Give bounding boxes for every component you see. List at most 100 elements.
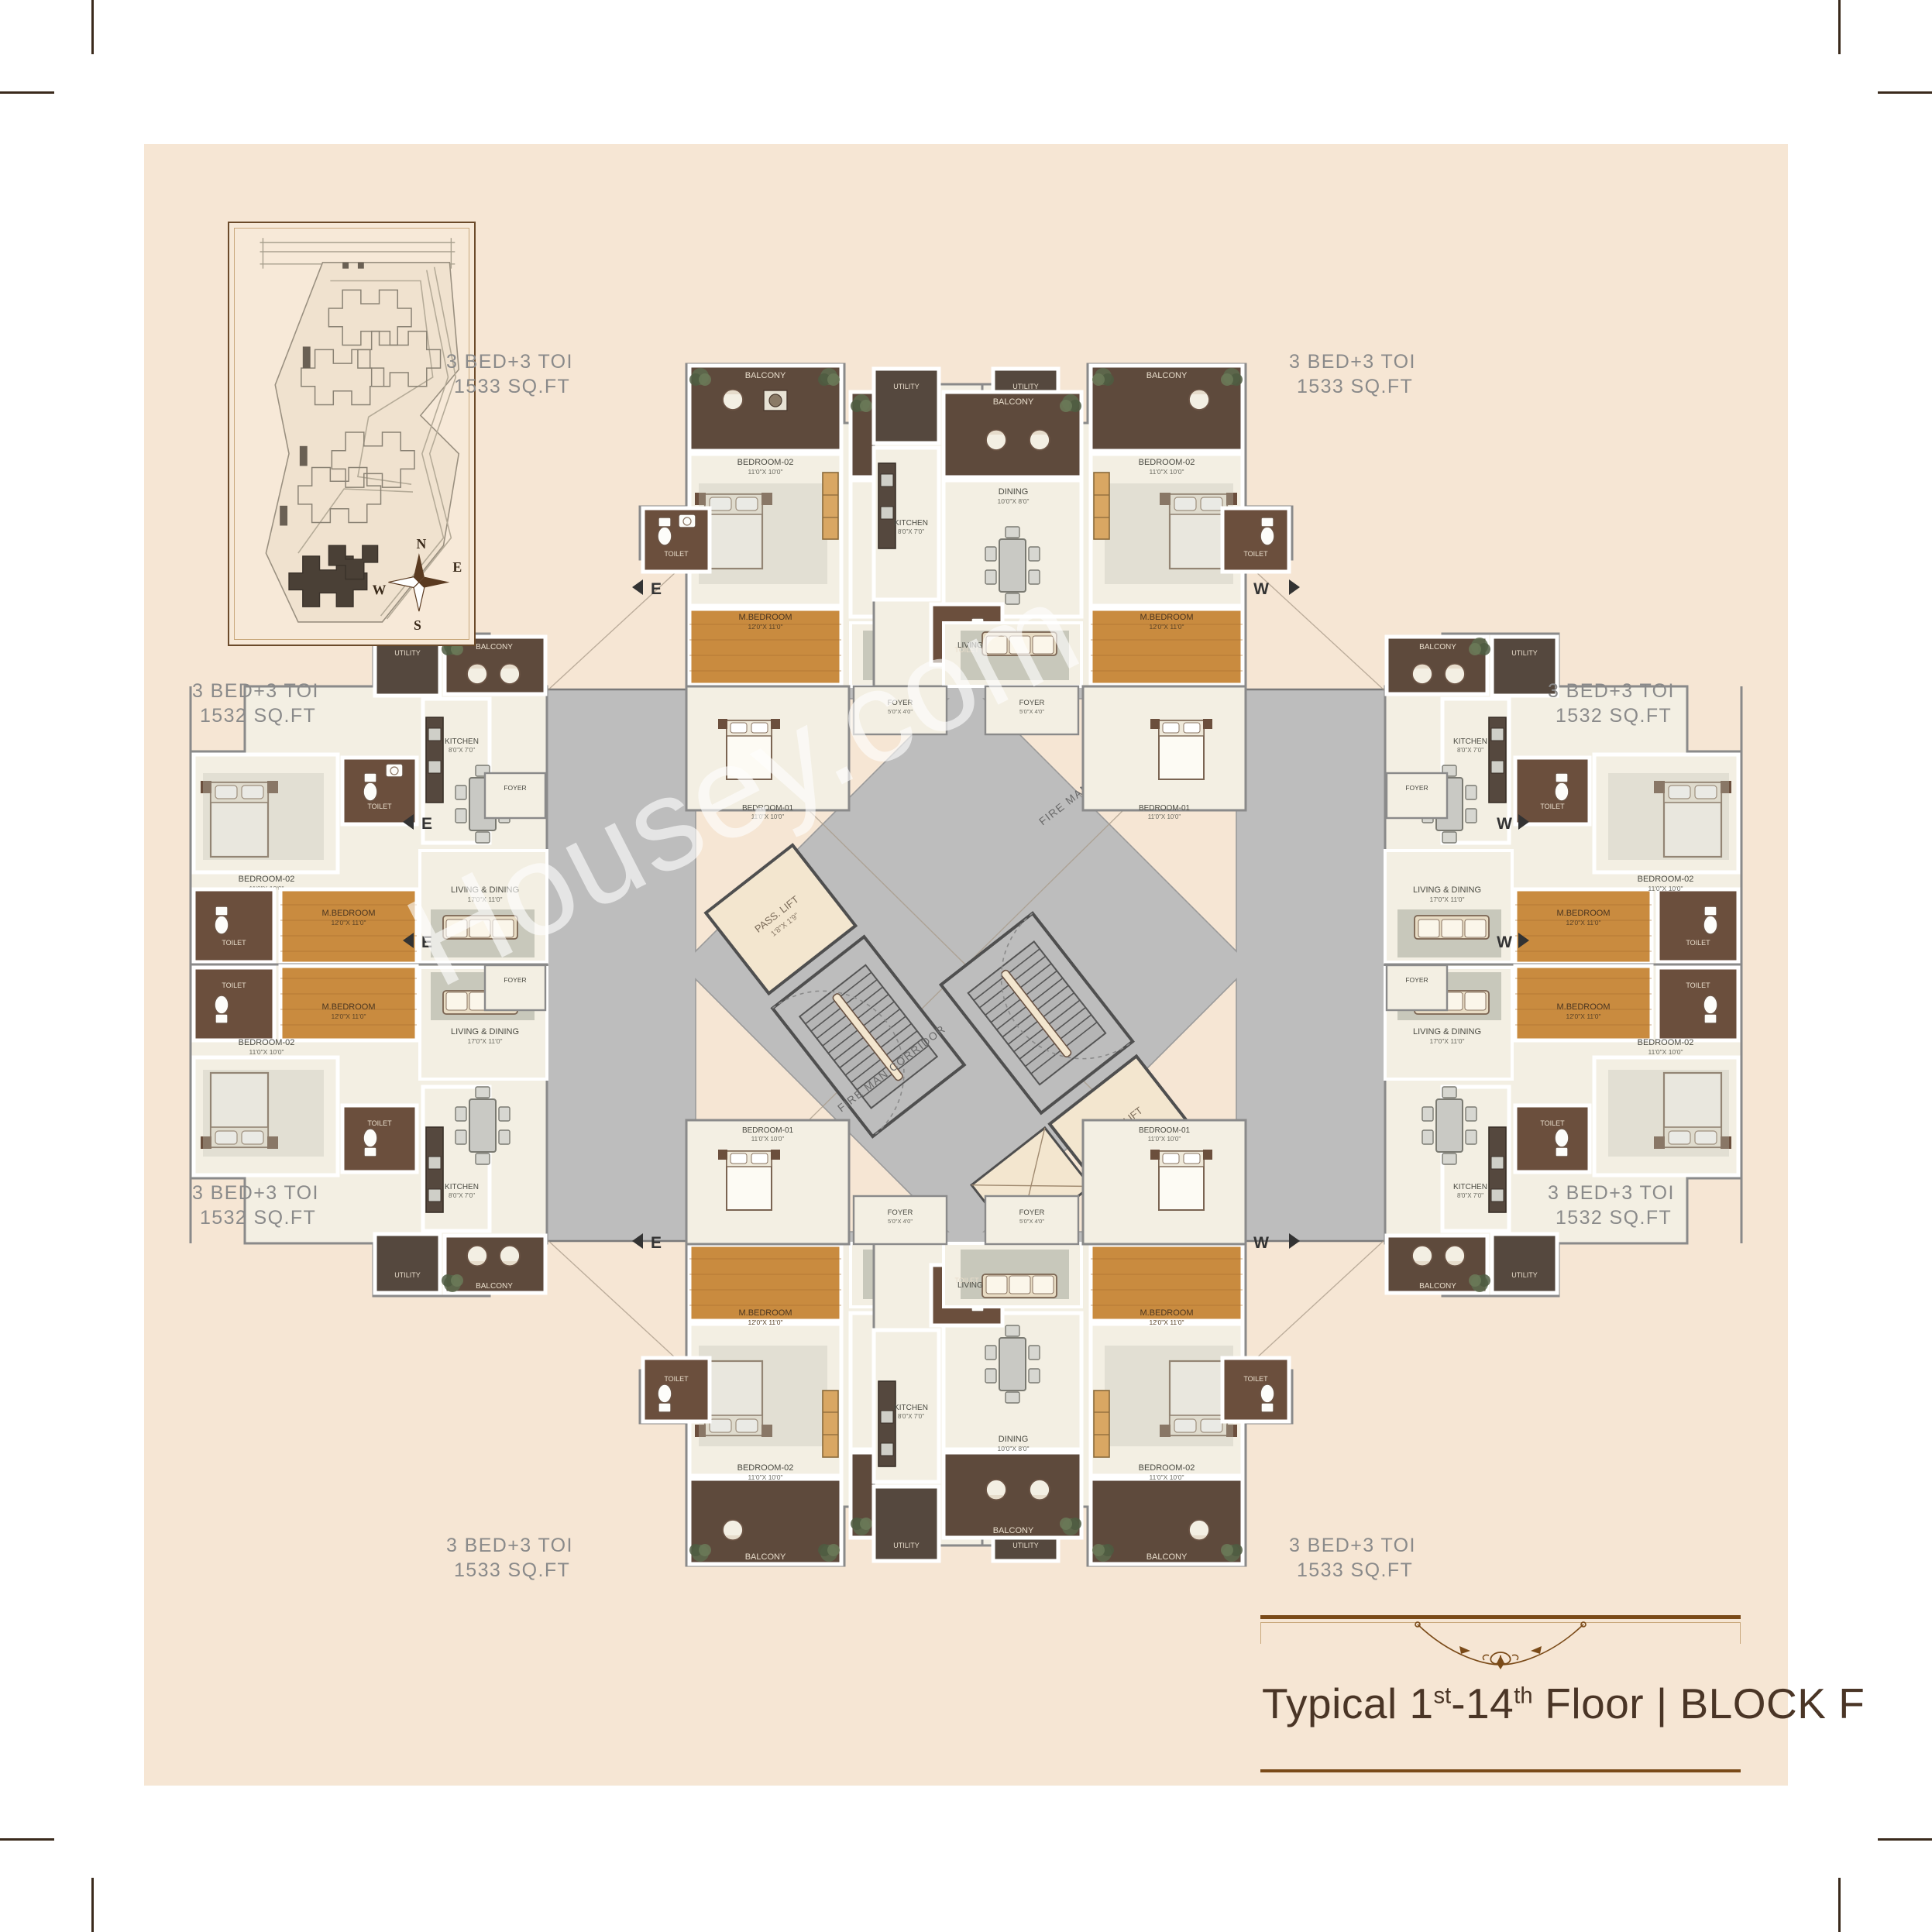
floor-plan-stage: PASS. LIFT 1'8"X 1'9" PASS. LIFT 1'8"X 1… — [144, 144, 1788, 1786]
svg-text:10'0"X 8'0": 10'0"X 8'0" — [998, 497, 1030, 505]
svg-text:8'0"X 7'0": 8'0"X 7'0" — [449, 747, 475, 754]
direction-marker-W-right-2: W — [1497, 933, 1529, 951]
svg-text:LIVING & DINING: LIVING & DINING — [1413, 885, 1481, 895]
unit-right-top-labels: BEDROOM-02 11'0"X 10'0" TOILET KITCHEN 8… — [1413, 643, 1710, 947]
unit-type: 3 BED+3 TOI — [192, 1182, 319, 1204]
unit-right-bottom-labels: BEDROOM-02 11'0"X 10'0" TOILET KITCHEN 8… — [1413, 981, 1710, 1291]
svg-text:17'0"X 11'0": 17'0"X 11'0" — [467, 1037, 502, 1045]
svg-text:8'0"X 7'0": 8'0"X 7'0" — [1457, 1192, 1483, 1199]
svg-text:FOYER: FOYER — [1405, 976, 1428, 984]
svg-text:8'0"X 7'0": 8'0"X 7'0" — [449, 1192, 475, 1199]
svg-text:W: W — [1253, 1234, 1269, 1252]
unit-top-right-labels: BALCONY BEDROOM-02 11'0"X 10'0" TOILET M… — [893, 371, 1268, 654]
svg-text:10'0"X 8'0": 10'0"X 8'0" — [998, 1445, 1030, 1452]
svg-text:W: W — [1497, 933, 1512, 951]
unit-area: 1533 SQ.FT — [1297, 1559, 1414, 1581]
svg-text:11'0"X 10'0": 11'0"X 10'0" — [1148, 813, 1181, 820]
svg-text:BEDROOM-02: BEDROOM-02 — [737, 458, 794, 467]
unit-area: 1533 SQ.FT — [454, 376, 571, 397]
svg-text:17'0"X 11'0": 17'0"X 11'0" — [467, 896, 502, 903]
unit-type: 3 BED+3 TOI — [1289, 1535, 1416, 1556]
svg-text:17'0"X 11'0": 17'0"X 11'0" — [1429, 896, 1464, 903]
svg-text:FOYER: FOYER — [504, 976, 526, 984]
svg-text:12'0"X 11'0": 12'0"X 11'0" — [1566, 1012, 1600, 1020]
svg-text:LIVING: LIVING — [957, 641, 983, 650]
title-mid: -14 — [1451, 1679, 1514, 1727]
svg-text:W: W — [1253, 580, 1269, 598]
unit-left-top: BEDROOM-02 11'0"X 10'0" TOILET KITCHEN 8… — [189, 632, 548, 967]
crop-mark-left-bottom — [0, 1838, 54, 1841]
svg-text:8'0"X 7'0": 8'0"X 7'0" — [898, 528, 924, 535]
svg-text:E: E — [421, 815, 432, 833]
svg-text:UTILITY: UTILITY — [394, 1271, 421, 1279]
svg-text:E: E — [651, 1234, 662, 1252]
svg-text:TOILET: TOILET — [954, 646, 979, 654]
svg-text:11'0"X 10'0": 11'0"X 10'0" — [751, 813, 785, 820]
svg-text:TOILET: TOILET — [1686, 939, 1710, 947]
svg-text:BALCONY: BALCONY — [993, 397, 1034, 407]
svg-text:12'0"X 11'0": 12'0"X 11'0" — [331, 919, 366, 926]
unit-area: 1532 SQ.FT — [200, 1207, 317, 1229]
site-key-plan: N E S W — [228, 222, 476, 646]
unit-bottom-right — [871, 1242, 1294, 1567]
svg-text:LIVING & DINING: LIVING & DINING — [451, 885, 519, 895]
svg-text:12'0"X 11'0": 12'0"X 11'0" — [1149, 623, 1184, 631]
svg-text:BEDROOM-01: BEDROOM-01 — [742, 1126, 794, 1135]
footer-rule-bottom — [1260, 1769, 1741, 1772]
unit-bottom-right-labels: BALCONY BEDROOM-02 11'0"X 10'0" TOILET M… — [893, 1277, 1268, 1562]
svg-text:M.BEDROOM: M.BEDROOM — [1140, 1308, 1193, 1318]
svg-text:UTILITY: UTILITY — [1511, 649, 1538, 657]
svg-text:FOYER: FOYER — [888, 1208, 913, 1217]
svg-text:LIVING: LIVING — [957, 1281, 983, 1290]
svg-text:11'0"X 10'0": 11'0"X 10'0" — [1648, 1048, 1683, 1056]
page-title: Typical 1st-14th Floor | BLOCK F — [1262, 1679, 1865, 1728]
unit-right-top — [1384, 632, 1743, 967]
svg-text:TOILET: TOILET — [954, 1277, 979, 1284]
svg-text:E: E — [651, 580, 662, 598]
svg-text:KITCHEN: KITCHEN — [445, 737, 479, 746]
svg-text:BEDROOM-02: BEDROOM-02 — [1139, 1463, 1195, 1473]
compass-south: S — [414, 617, 421, 633]
svg-text:FOYER: FOYER — [1405, 784, 1428, 792]
svg-text:M.BEDROOM: M.BEDROOM — [321, 909, 375, 918]
svg-text:BALCONY: BALCONY — [1146, 371, 1188, 380]
svg-text:UTILITY: UTILITY — [1012, 383, 1039, 390]
svg-text:BEDROOM-01: BEDROOM-01 — [742, 804, 794, 813]
unit-area: 1532 SQ.FT — [1556, 1207, 1672, 1229]
compass-west: W — [373, 582, 387, 597]
svg-text:11'0"X 10'0": 11'0"X 10'0" — [748, 468, 782, 476]
svg-text:FOYER: FOYER — [504, 784, 526, 792]
svg-text:11'0"X 10'0": 11'0"X 10'0" — [1148, 1136, 1181, 1143]
svg-text:BALCONY: BALCONY — [1419, 643, 1456, 651]
svg-text:KITCHEN: KITCHEN — [1453, 737, 1487, 746]
footer-bracket-right — [1740, 1622, 1741, 1644]
compass-east: E — [452, 559, 462, 575]
svg-text:5'0"X 4'0": 5'0"X 4'0" — [888, 708, 913, 715]
svg-text:BEDROOM-02: BEDROOM-02 — [737, 1463, 794, 1473]
unit-left-bottom — [189, 963, 548, 1298]
svg-text:TOILET: TOILET — [222, 981, 246, 989]
svg-text:12'0"X 11'0": 12'0"X 11'0" — [1149, 1318, 1184, 1326]
direction-marker-E-top: E — [632, 579, 662, 598]
svg-text:11'0"X 10'0": 11'0"X 10'0" — [1149, 1473, 1184, 1481]
svg-text:TOILET: TOILET — [1243, 1375, 1268, 1383]
svg-text:BALCONY: BALCONY — [745, 371, 786, 380]
compass-rose: N E S W — [373, 536, 462, 633]
svg-text:BALCONY: BALCONY — [1419, 1282, 1456, 1291]
svg-text:BEDROOM-01: BEDROOM-01 — [1139, 1126, 1191, 1135]
direction-marker-W-top: W — [1253, 579, 1300, 598]
direction-marker-W-bottom: W — [1253, 1233, 1300, 1252]
flourish-ornament-icon — [1411, 1621, 1590, 1673]
svg-text:5'0"X 4'0": 5'0"X 4'0" — [1019, 708, 1044, 715]
direction-marker-E-bottom: E — [632, 1233, 662, 1252]
svg-text:LIVING & DINING: LIVING & DINING — [451, 1027, 519, 1036]
unit-callout-left-bottom: 3 BED+3 TOI 1532 SQ.FT — [192, 1181, 319, 1230]
unit-callout-bottom-right: 3 BED+3 TOI 1533 SQ.FT — [1289, 1533, 1416, 1583]
svg-text:BEDROOM-02: BEDROOM-02 — [239, 1038, 295, 1047]
inner-bedrooms: BEDROOM-01 11'0"X 10'0" BEDROOM-01 11'0"… — [483, 685, 1449, 1246]
crop-mark-bottom-right — [1838, 1878, 1841, 1932]
unit-type: 3 BED+3 TOI — [1289, 351, 1416, 373]
svg-text:M.BEDROOM: M.BEDROOM — [1556, 1002, 1610, 1012]
